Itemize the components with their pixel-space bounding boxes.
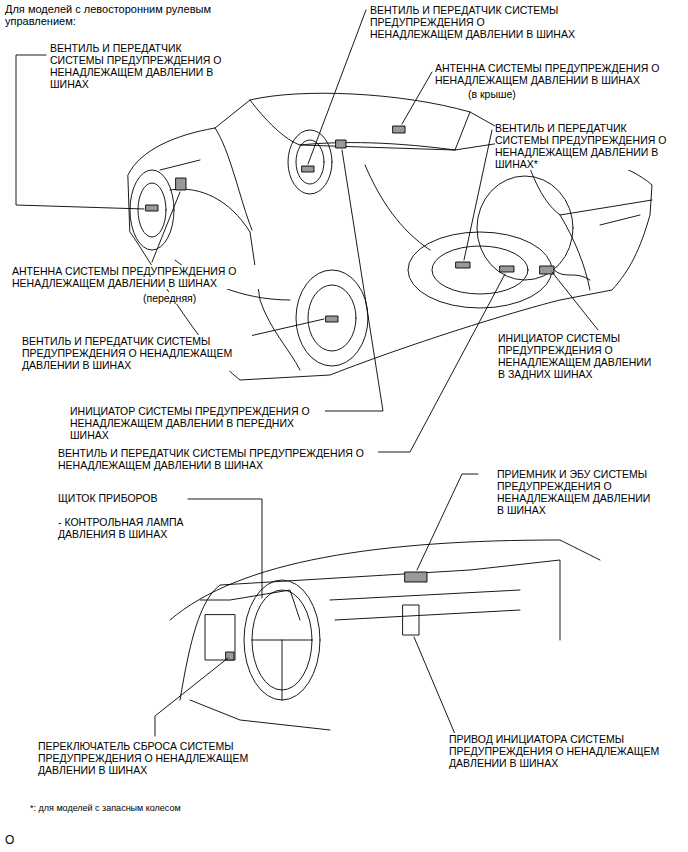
part-label: ЩИТОК ПРИБОРОВ — [58, 492, 158, 504]
part-label: *: для моделей с запасным колесом — [30, 802, 181, 814]
part-label: ВЕНТИЛЬ И ПЕРЕДАТЧИК СИСТЕМЫ ПРЕДУПРЕЖДЕ… — [58, 447, 378, 471]
part-label: O — [5, 834, 14, 846]
part-label: ПРИВОД ИНИЦИАТОРА СИСТЕМЫ ПРЕДУПРЕЖДЕНИЯ… — [449, 733, 684, 769]
part-label: - КОНТРОЛЬНАЯ ЛАМПА ДАВЛЕНИЯ В ШИНАХ — [58, 516, 213, 540]
part-label: ВЕНТИЛЬ И ПЕРЕДАТЧИК СИСТЕМЫ ПРЕДУПРЕЖДЕ… — [495, 122, 675, 170]
part-label: АНТЕННА СИСТЕМЫ ПРЕДУПРЕЖДЕНИЯ О НЕНАДЛЕ… — [12, 265, 277, 289]
part-label: АНТЕННА СИСТЕМЫ ПРЕДУПРЕЖДЕНИЯ О НЕНАДЛЕ… — [435, 62, 665, 86]
part-label: ИНИЦИАТОР СИСТЕМЫ ПРЕДУПРЕЖДЕНИЯ О НЕНАД… — [498, 332, 653, 380]
part-label: (в крыше) — [468, 88, 516, 100]
part-label: ВЕНТИЛЬ И ПЕРЕДАТЧИК СИСТЕМЫ ПРЕДУПРЕЖДЕ… — [22, 335, 252, 371]
part-label: ВЕНТИЛЬ И ПЕРЕДАТЧИК СИСТЕМЫ ПРЕДУПРЕЖДЕ… — [50, 42, 222, 90]
part-label: (передняя) — [143, 292, 196, 304]
part-label: ВЕНТИЛЬ И ПЕРЕДАТЧИК СИСТЕМЫ ПРЕДУПРЕЖДЕ… — [370, 4, 575, 40]
part-label: ИНИЦИАТОР СИСТЕМЫ ПРЕДУПРЕЖДЕНИЯ О НЕНАД… — [70, 405, 325, 441]
part-label: ПЕРЕКЛЮЧАТЕЛЬ СБРОСА СИСТЕМЫ ПРЕДУПРЕЖДЕ… — [38, 740, 273, 776]
page-title: Для моделей с левосторонним рулевым упра… — [5, 3, 275, 27]
part-label: ПРИЕМНИК И ЭБУ СИСТЕМЫ ПРЕДУПРЕЖДЕНИЯ О … — [497, 468, 652, 516]
